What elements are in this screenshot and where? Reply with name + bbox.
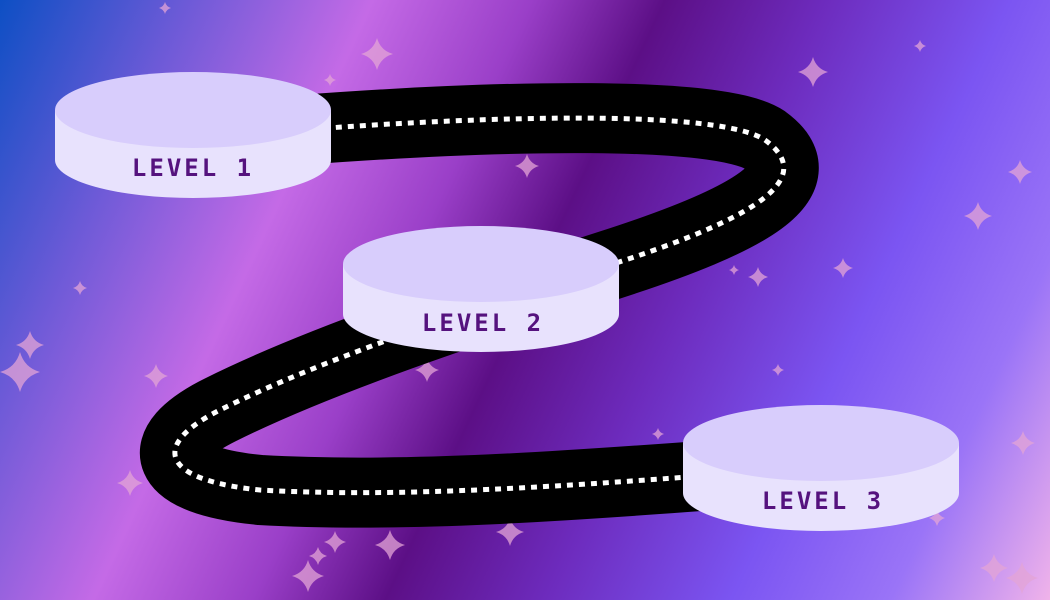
sparkle-star-icon — [652, 428, 664, 440]
sparkle-star-icon — [309, 547, 327, 565]
sparkle-star-icon — [415, 358, 439, 382]
sparkle-star-icon — [73, 281, 87, 295]
level-3-button[interactable] — [683, 405, 959, 531]
sparkle-star-icon — [914, 40, 926, 52]
sparkle-star-icon — [159, 2, 171, 14]
sparkle-star-icon — [1008, 160, 1032, 184]
sparkle-star-icon — [772, 364, 784, 376]
sparkle-star-icon — [16, 331, 44, 359]
level-1-button[interactable] — [55, 72, 331, 198]
sparkle-star-icon — [324, 74, 336, 86]
sparkle-star-icon — [1006, 562, 1038, 594]
sparkle-star-icon — [833, 258, 853, 278]
sparkle-star-icon — [0, 352, 40, 392]
sparkle-star-icon — [361, 38, 393, 70]
road-dashes — [172, 115, 787, 496]
sparkle-star-icon — [324, 531, 346, 553]
sparkle-star-icon — [515, 154, 539, 178]
sparkle-star-icon — [929, 510, 945, 526]
sparkle-star-icon — [980, 554, 1008, 582]
sparkle-star-icon — [292, 560, 324, 592]
sparkle-star-icon — [748, 267, 768, 287]
sparkle-star-icon — [375, 530, 405, 560]
sparkle-star-icon — [729, 265, 739, 275]
sparkle-star-icon — [964, 202, 992, 230]
sparkle-star-icon — [496, 518, 524, 546]
sparkle-star-icon — [117, 470, 143, 496]
sparkle-star-icon — [798, 57, 828, 87]
sparkle-star-icon — [144, 364, 168, 388]
level-2-button[interactable] — [343, 226, 619, 352]
sparkle-star-icon — [1011, 431, 1035, 455]
